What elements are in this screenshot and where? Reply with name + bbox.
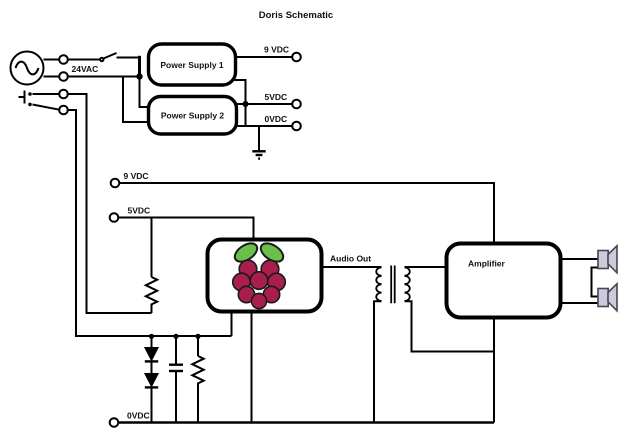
wire-switch-to-r1	[67, 93, 153, 314]
power-switch	[99, 52, 117, 63]
raspberry-pi	[205, 237, 324, 314]
terminal-ac-bottom	[58, 71, 69, 82]
power-supply-1: Power Supply 1	[146, 42, 238, 87]
raspberry-leaf-right	[259, 242, 285, 263]
junction-dot	[195, 333, 201, 339]
transformer-core	[390, 265, 396, 304]
ac-source-circle	[9, 50, 45, 86]
raspberry-leaf-left	[233, 242, 259, 263]
wire-5vdc-rail	[118, 216, 255, 240]
rail-5vdc-label: 5VDC	[128, 206, 151, 216]
terminal-5vdc-rail	[108, 212, 120, 223]
wire-ac-top	[43, 56, 139, 61]
terminal-ac-top	[58, 54, 69, 65]
ground-symbol	[252, 150, 266, 160]
wires	[32, 55, 598, 424]
terminal-9vdc-out	[291, 51, 302, 63]
raspberry-berry-icon	[231, 259, 287, 310]
speaker-top-magnet	[597, 249, 609, 270]
rail-9vdc-label: 9 VDC	[124, 171, 149, 181]
wire-speaker-link	[590, 266, 598, 298]
power-supply-2: Power Supply 2	[146, 94, 239, 136]
terminal-switch-top	[58, 88, 69, 100]
junction-dot	[136, 73, 143, 80]
resistor-r2	[189, 355, 207, 387]
wire-rpi-pins	[230, 311, 253, 423]
push-switch	[18, 90, 32, 107]
page-title: Doris Schematic	[259, 10, 333, 21]
terminal-switch-bottom	[58, 104, 69, 116]
push-switch-contact	[28, 92, 32, 96]
capacitor	[169, 363, 183, 373]
transformer-primary-coil	[375, 266, 382, 302]
transformer	[375, 265, 411, 304]
terminal-0vdc-out	[291, 120, 302, 132]
power-supply-2-label: Power Supply 2	[161, 111, 225, 121]
audio-out-label: Audio Out	[330, 254, 371, 264]
junction-dots	[136, 73, 249, 339]
wire-secondary-bottom	[404, 300, 494, 353]
switch-blade	[103, 52, 117, 60]
power-supply-1-label: Power Supply 1	[160, 60, 224, 70]
wire-9vdc-rail	[119, 182, 495, 244]
output-0vdc-label: 0VDC	[265, 114, 288, 124]
berry-lobe	[249, 270, 269, 291]
switch-pivot	[99, 56, 105, 63]
output-5vdc-label: 5VDC	[265, 92, 288, 102]
speaker-bottom-magnet	[597, 287, 609, 308]
diode-chain	[143, 347, 160, 389]
terminal-0vdc-rail	[108, 417, 120, 428]
amplifier: Amplifier	[444, 241, 563, 320]
speakers	[597, 243, 618, 313]
raspberry-leaves-icon	[233, 242, 285, 263]
wire-ps1-return	[234, 79, 247, 126]
transformer-secondary-coil	[404, 266, 411, 302]
wire-pushswitch-contacts	[32, 93, 60, 111]
speaker-top-cone-icon	[607, 243, 618, 275]
power-supply-2-box	[146, 94, 239, 136]
terminals	[58, 51, 302, 428]
junction-dot	[242, 101, 249, 107]
wire-amp-speakers	[560, 258, 598, 304]
wire-primary-return	[373, 300, 382, 423]
diode-1	[143, 347, 160, 362]
resistor-r1	[143, 276, 160, 307]
diode-2	[143, 373, 160, 388]
berry-lobe	[250, 292, 268, 310]
power-supply-1-box	[146, 42, 238, 87]
push-switch-actuator	[18, 90, 26, 104]
junction-dot	[148, 333, 155, 339]
push-switch-contact	[28, 102, 32, 107]
rail-0vdc-label: 0VDC	[127, 411, 150, 421]
speaker-bottom-cone-icon	[607, 281, 618, 313]
wire-ps2-inputs	[122, 76, 151, 123]
amplifier-label: Amplifier	[468, 259, 506, 269]
amplifier-box	[444, 241, 563, 320]
sine-wave-icon	[14, 60, 40, 76]
terminal-5vdc-out	[291, 98, 302, 110]
ac-voltage-label: 24VAC	[72, 64, 99, 74]
junction-dot	[173, 333, 179, 339]
ac-source	[9, 50, 45, 86]
terminal-9vdc-rail	[109, 177, 121, 189]
output-9vdc-label: 9 VDC	[264, 45, 289, 55]
